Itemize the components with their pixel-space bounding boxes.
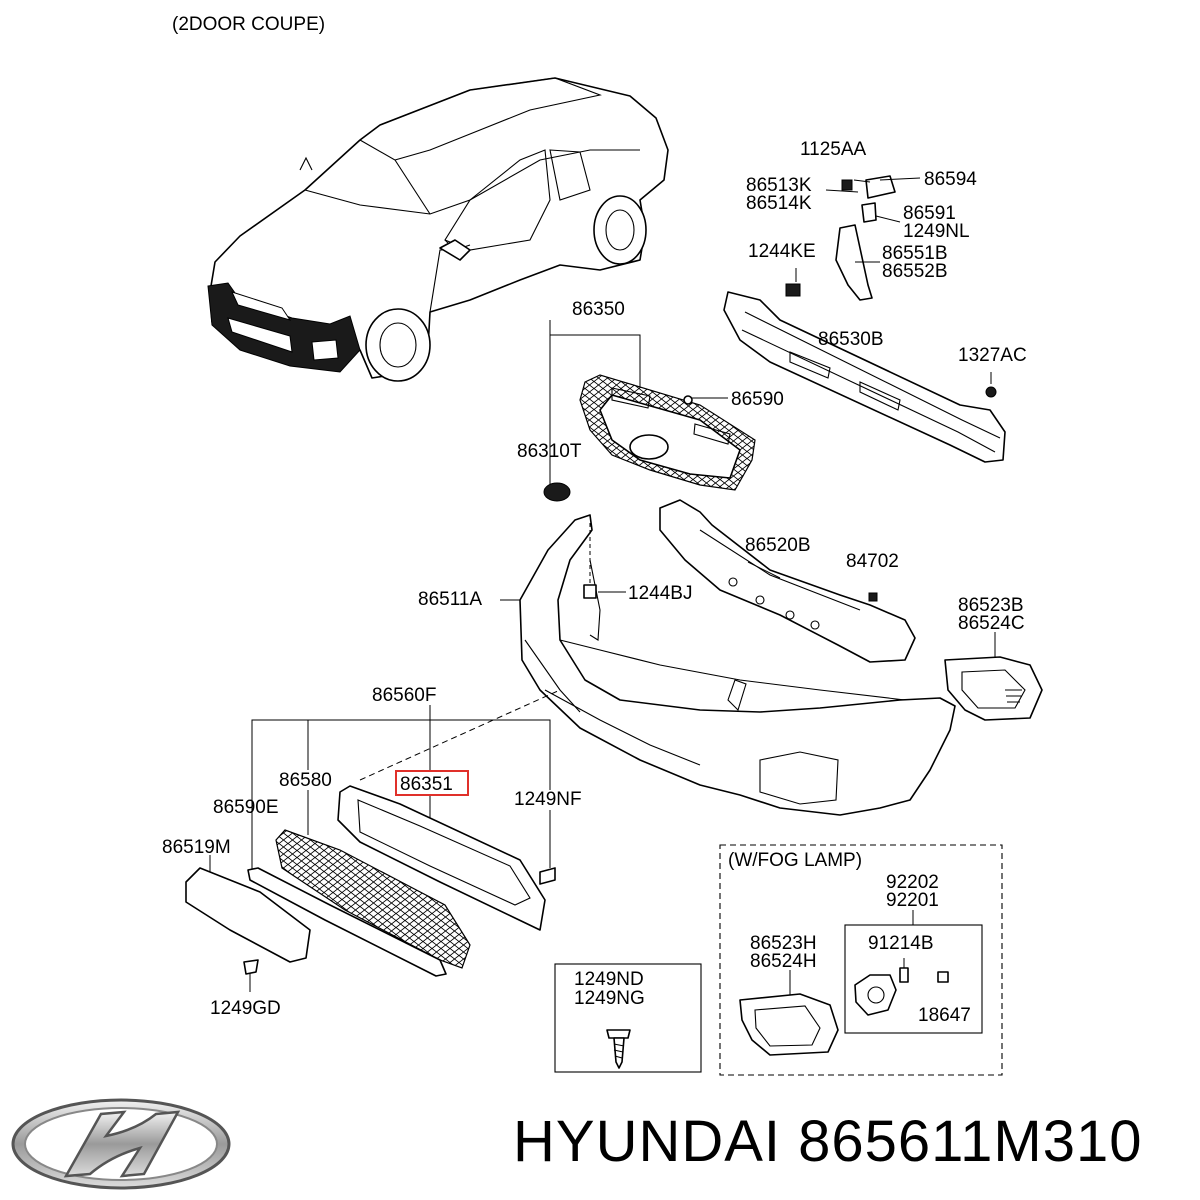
label-1244KE: 1244KE [748, 241, 816, 262]
brand-part-number: HYUNDAI 865611M310 [513, 1109, 1143, 1174]
label-1249ND: 1249ND [574, 969, 644, 990]
label-1125AA: 1125AA [800, 139, 867, 160]
radiator-grille-assembly [543, 320, 756, 502]
label-92202: 92202 [886, 872, 939, 893]
hyundai-logo-icon [11, 1098, 231, 1190]
label-1249NL: 1249NL [903, 221, 970, 242]
label-1244BJ: 1244BJ [628, 583, 692, 604]
label-86552B: 86552B [882, 261, 948, 282]
label-18647: 18647 [918, 1005, 971, 1026]
label-1249NF: 1249NF [514, 789, 582, 810]
front-bumper-cover [500, 514, 956, 816]
bumper-grille-assembly [185, 689, 561, 992]
label-86560F: 86560F [372, 685, 436, 706]
fog-lamp-detail-box [719, 844, 1003, 1076]
label-86350: 86350 [572, 299, 625, 320]
label-86523B: 86523B [958, 595, 1024, 616]
label-86590: 86590 [731, 389, 784, 410]
label-86590E: 86590E [213, 797, 279, 818]
label-fog-lamp-variant: (W/FOG LAMP) [728, 850, 862, 871]
label-1249GD: 1249GD [210, 998, 281, 1019]
label-86524H: 86524H [750, 951, 817, 972]
label-86351: 86351 [400, 774, 453, 795]
screw-detail-box [554, 963, 702, 1073]
energy-absorber [659, 499, 916, 663]
label-86520B: 86520B [745, 535, 811, 556]
label-92201: 92201 [886, 890, 939, 911]
label-84702: 84702 [846, 551, 899, 572]
label-86580: 86580 [279, 770, 332, 791]
highlighted-part-box [395, 770, 469, 796]
label-91214B: 91214B [868, 933, 934, 954]
label-86524C: 86524C [958, 613, 1025, 634]
label-1249NG: 1249NG [574, 988, 645, 1009]
label-86519M: 86519M [162, 837, 231, 858]
label-86523H: 86523H [750, 933, 817, 954]
fog-lamp-cover [944, 632, 1043, 721]
diagram-title: (2DOOR COUPE) [172, 14, 325, 35]
label-1327AC: 1327AC [958, 345, 1027, 366]
label-86591: 86591 [903, 203, 956, 224]
car-illustration [207, 77, 669, 382]
label-86530B: 86530B [818, 329, 884, 350]
label-86310T: 86310T [517, 441, 582, 462]
label-86551B: 86551B [882, 243, 948, 264]
part-labels: 1125AA 86594 86513K 86514K 86591 1249NL … [162, 139, 1027, 1026]
label-86513K: 86513K [746, 175, 812, 196]
label-86514K: 86514K [746, 193, 812, 214]
bumper-back-beam [723, 175, 1006, 463]
label-86594: 86594 [924, 169, 977, 190]
label-86511A: 86511A [418, 589, 482, 610]
